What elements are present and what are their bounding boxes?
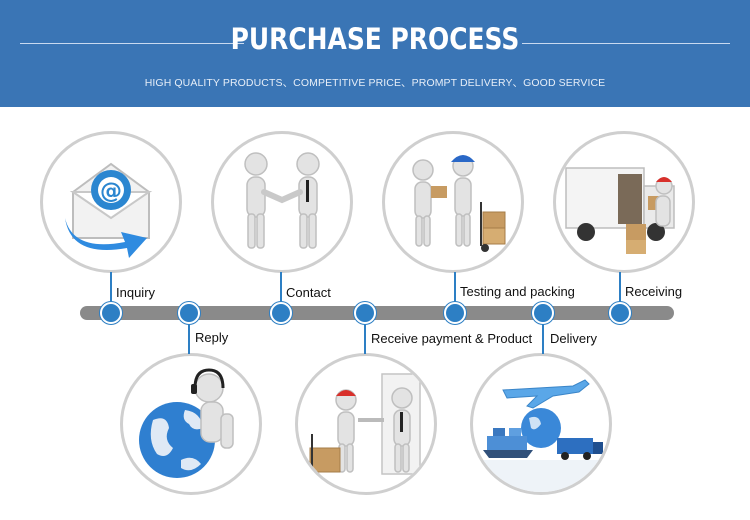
header-rule-right — [522, 43, 730, 44]
delivery-image — [470, 353, 612, 495]
testing-packing-image — [382, 131, 524, 273]
connector-reply — [188, 314, 190, 354]
connector-contact — [280, 272, 282, 312]
step-label-contact: Contact — [286, 285, 331, 300]
receiving-image — [553, 131, 695, 273]
step-label-delivery: Delivery — [550, 331, 597, 346]
email-icon: @ — [65, 162, 153, 258]
globe-headset-icon — [139, 368, 234, 478]
connector-delivery — [542, 314, 544, 354]
connector-payment — [364, 314, 366, 354]
handshake-figures-icon — [244, 152, 320, 249]
step-dot-reply — [178, 302, 200, 324]
connector-receiving — [619, 272, 621, 312]
plane-ship-logistics-icon — [473, 379, 609, 492]
step-dot-inquiry — [100, 302, 122, 324]
step-label-payment: Receive payment & Product — [371, 331, 533, 346]
header-rule-left — [20, 43, 244, 44]
step-dot-delivery — [532, 302, 554, 324]
step-label-testing: Testing and packing — [460, 284, 575, 299]
contact-image — [211, 131, 353, 273]
step-label-receiving: Receiving — [625, 284, 683, 299]
svg-text:@: @ — [100, 179, 122, 204]
step-dot-testing — [444, 302, 466, 324]
handover-delivery-icon — [309, 373, 421, 480]
step-dot-payment — [354, 302, 376, 324]
timeline-bar — [80, 306, 674, 320]
packing-workers-icon — [412, 155, 506, 252]
page-title: PURCHASE PROCESS — [230, 22, 520, 56]
connector-testing — [454, 272, 456, 312]
connector-inquiry — [110, 272, 112, 312]
step-label-reply: Reply — [195, 330, 229, 345]
payment-product-image — [295, 353, 437, 495]
step-dot-contact — [270, 302, 292, 324]
page-subtitle: HIGH QUALITY PRODUCTS、COMPETITIVE PRICE、… — [144, 77, 606, 89]
delivery-truck-icon — [565, 167, 675, 254]
step-label-inquiry: Inquiry — [116, 285, 156, 300]
header-banner: PURCHASE PROCESS HIGH QUALITY PRODUCTS、C… — [0, 0, 750, 107]
inquiry-image: @ — [40, 131, 182, 273]
reply-image — [120, 353, 262, 495]
step-dot-receiving — [609, 302, 631, 324]
